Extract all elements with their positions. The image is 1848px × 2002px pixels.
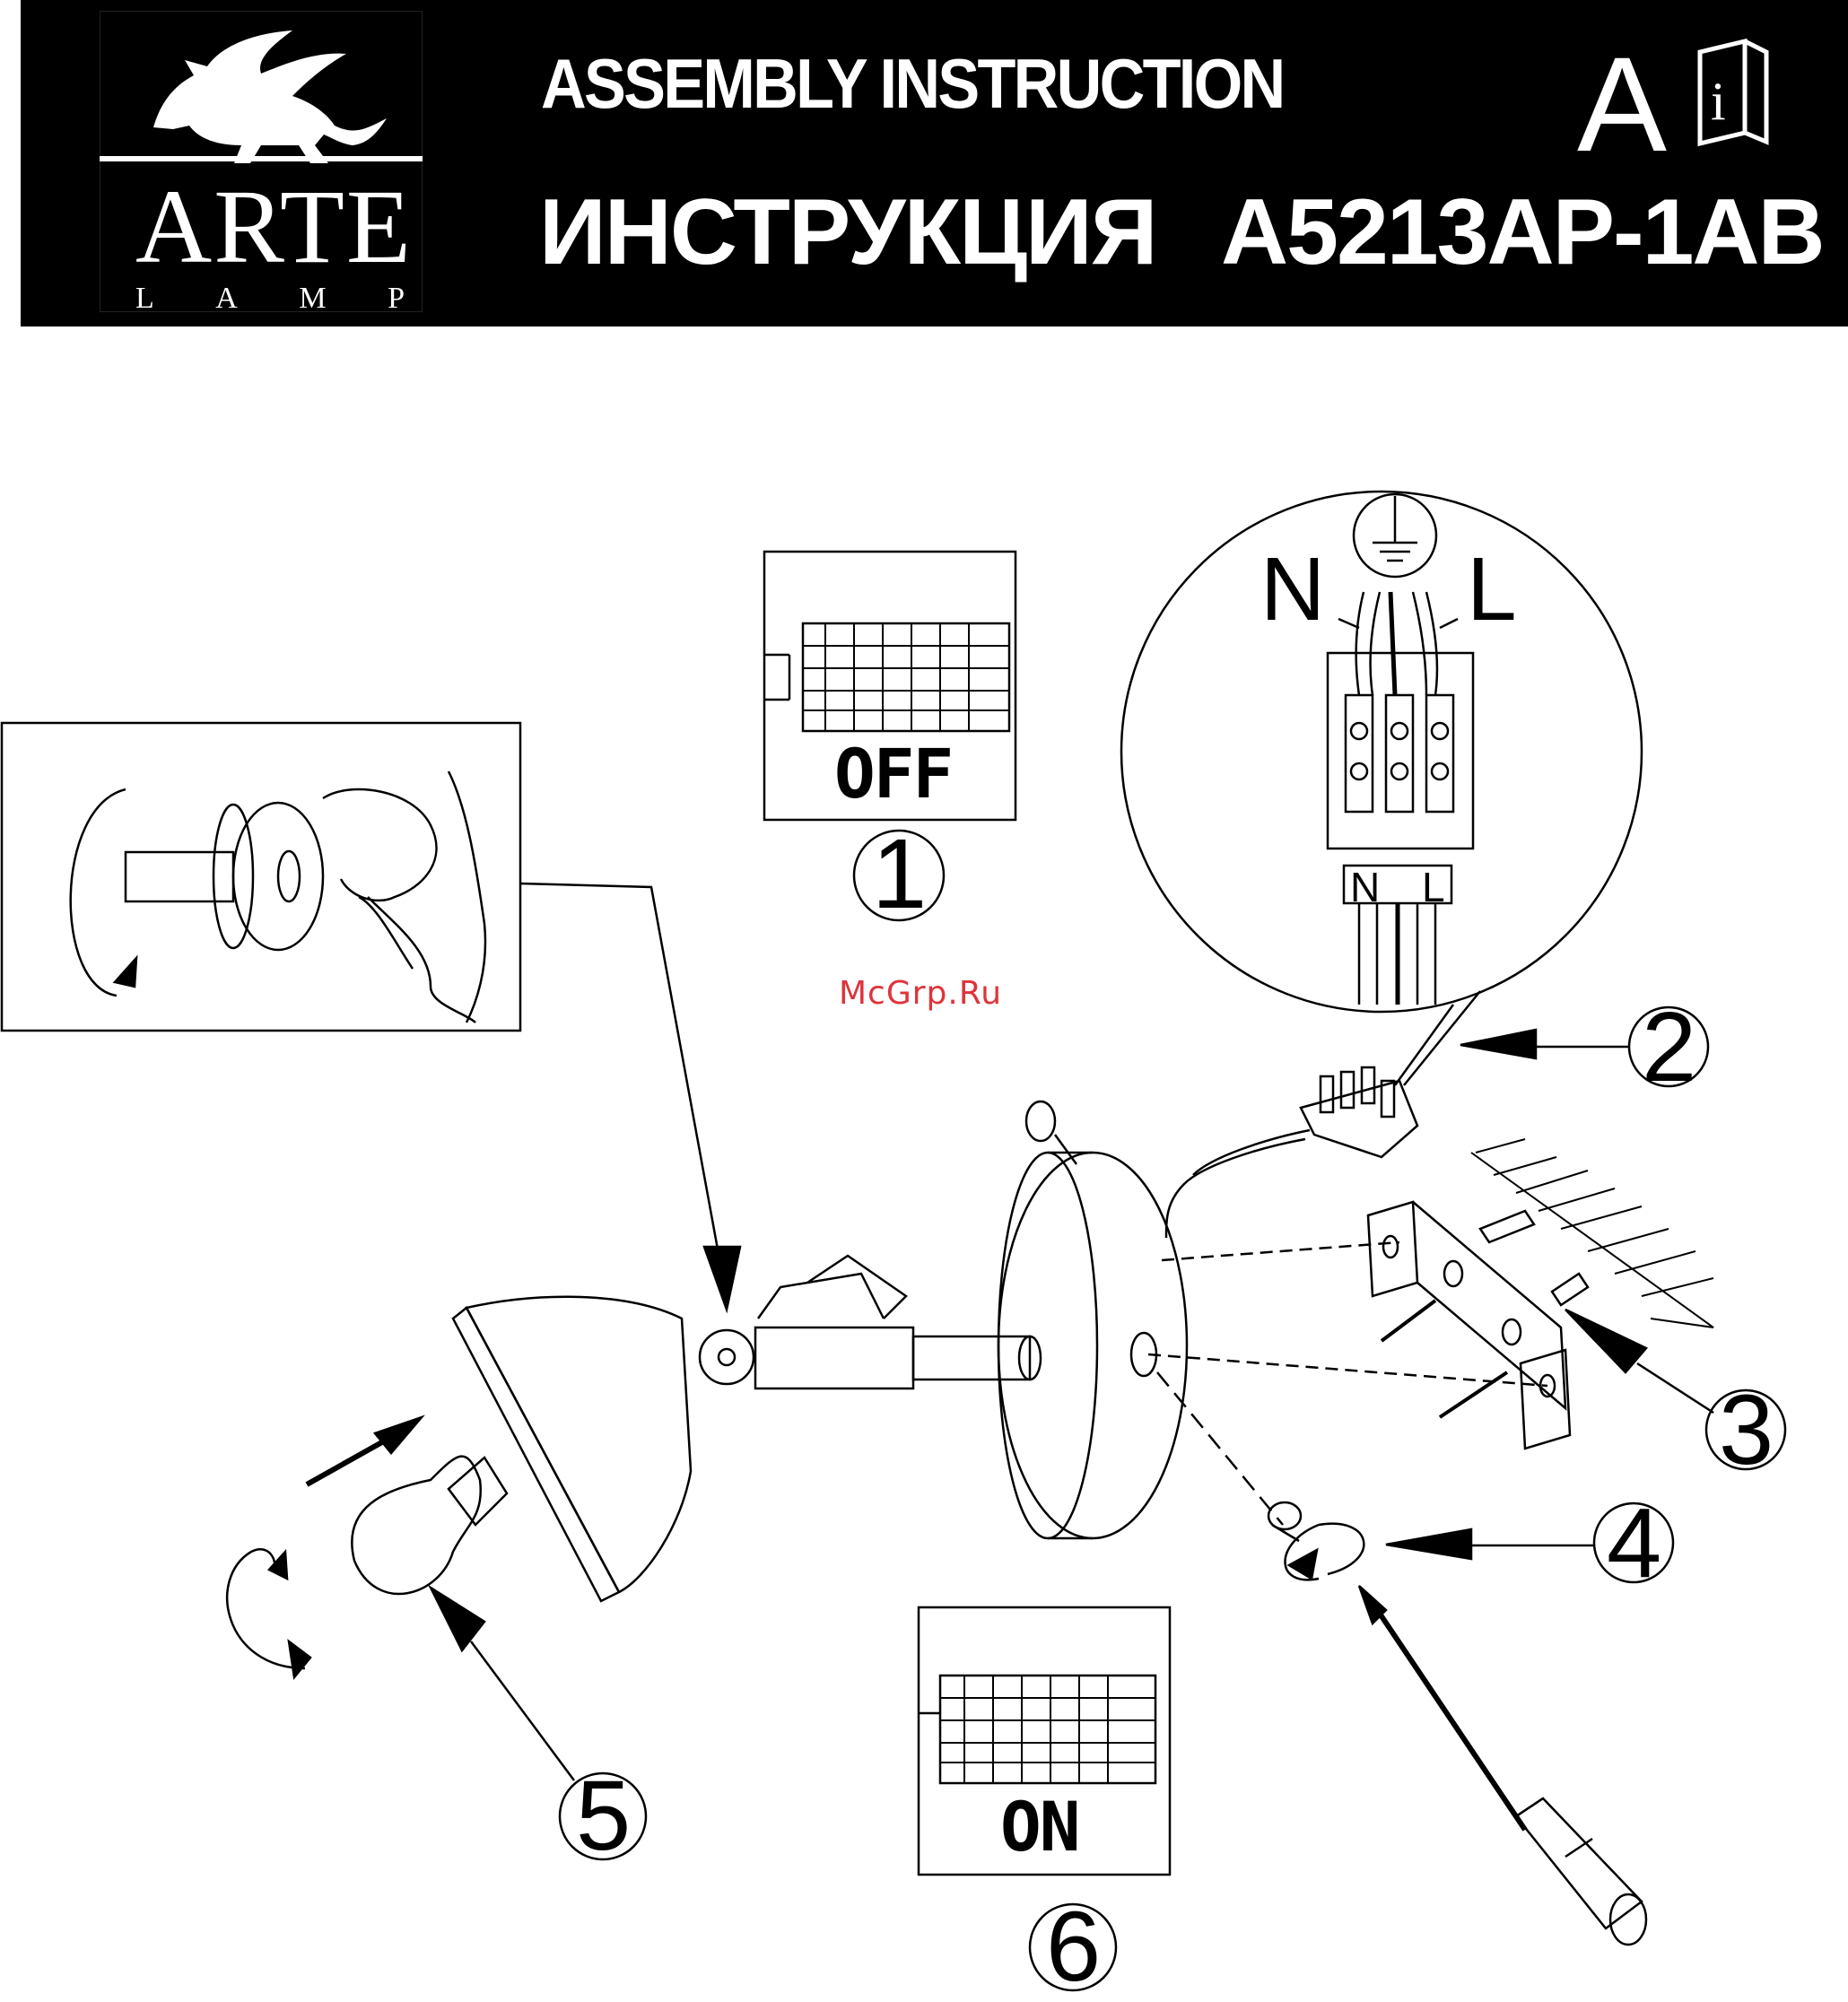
- mounting-bracket: [1368, 1202, 1570, 1449]
- terminal-l-label: L: [1422, 863, 1445, 911]
- lamp-shade: [453, 1297, 691, 1601]
- wiring-magnifier: [1121, 492, 1642, 1085]
- wall-canopy: [998, 1101, 1187, 1538]
- terminal-n-label: N: [1350, 863, 1380, 911]
- knob-detail-panel: [2, 723, 520, 1031]
- watermark-text: McGrp.Ru: [839, 975, 1002, 1012]
- step-6-number: 6: [1046, 1898, 1101, 1997]
- switch-off-label: OFF: [834, 734, 952, 814]
- wall-hatch: [1471, 1139, 1713, 1327]
- live-label: L: [1467, 538, 1517, 641]
- switch-on-label: ON: [1000, 1787, 1079, 1867]
- screwdriver: [1359, 1586, 1646, 1945]
- step-5-number: 5: [576, 1767, 631, 1866]
- lamp-arm: [700, 1256, 1041, 1388]
- neutral-label: N: [1260, 538, 1325, 641]
- light-bulb: [352, 1457, 507, 1594]
- step-2-number: 2: [1642, 998, 1696, 1097]
- wall-plug-set: [1382, 1211, 1588, 1417]
- step-1-number: 1: [872, 825, 927, 924]
- step-3-number: 3: [1719, 1381, 1774, 1480]
- step-4-number: 4: [1607, 1494, 1661, 1593]
